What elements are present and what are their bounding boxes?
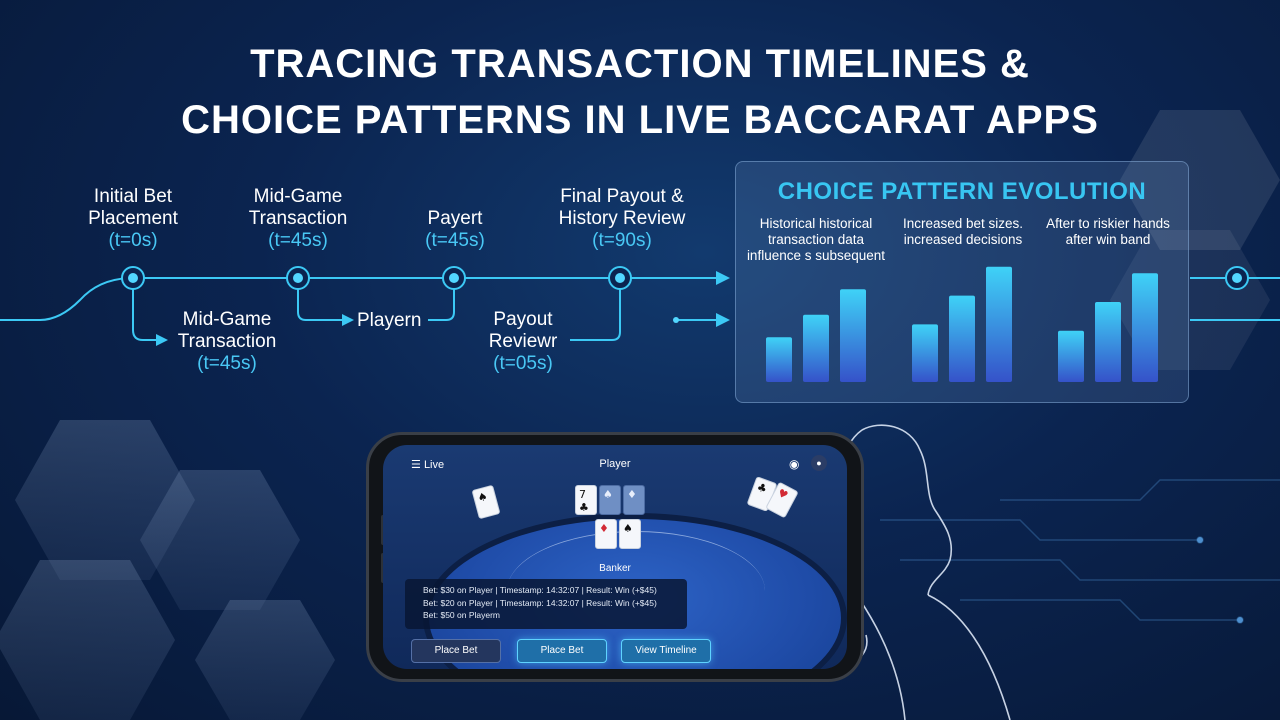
card-player-7: 7♣ [575, 485, 597, 515]
timeline-node-line-1: Mid-Game [182, 309, 272, 330]
log-line: Bet: $30 on Player | Timestamp: 14:32:07… [423, 585, 657, 595]
place-bet-button[interactable]: Place Bet [411, 639, 501, 663]
page-title-line-1: TRACING TRANSACTION TIMELINES & [250, 42, 1030, 86]
pattern-group-1-text: Historical historical transaction data i… [746, 216, 886, 263]
timeline-node-payout: Payert (t=45s) [395, 208, 515, 252]
timeline-node-time: (t=05s) [493, 353, 553, 374]
timeline-node-mid-game: Mid-Game Transaction (t=45s) [228, 186, 368, 252]
timeline-node-initial-bet: Initial Bet Placement (t=0s) [63, 186, 203, 252]
timeline-node-time: (t=0s) [108, 230, 158, 251]
timeline-node-time: (t=45s) [197, 353, 257, 374]
pattern-bar [912, 324, 938, 382]
card-player-side: ♠ [471, 484, 501, 520]
pattern-bar [840, 289, 866, 382]
menu-icon[interactable]: ☰ [411, 459, 421, 471]
pattern-bar [1095, 302, 1121, 382]
timeline-node-time: (t=45s) [425, 230, 485, 251]
timeline-node-line-1: Payout [493, 309, 553, 330]
view-timeline-button[interactable]: View Timeline [621, 639, 711, 663]
phone-device: Banker ☰ Live Player ◉ ● ♠ 7♣ ♠ ♦ ♦ ♠ ♣ … [366, 432, 864, 682]
location-icon[interactable]: ◉ [789, 457, 800, 471]
timeline-node-line-2: Transaction [248, 208, 348, 229]
timeline-node-line-2: History Review [558, 208, 686, 229]
panel-title: CHOICE PATTERN EVOLUTION [777, 178, 1147, 205]
timeline-node-line-1: Mid-Game [253, 186, 343, 207]
circuit-lines [880, 479, 1280, 624]
card-banker-black: ♠ [619, 519, 641, 549]
banker-label: Banker [599, 563, 631, 574]
timeline-node-line-1: Payert [427, 208, 483, 229]
card-face-down: ♠ [599, 485, 621, 515]
transaction-log: Bet: $30 on Player | Timestamp: 14:32:07… [405, 579, 687, 629]
page-title-line-2: CHOICE PATTERNS IN LIVE BACCARAT APPS [181, 98, 1099, 142]
pattern-bar [949, 295, 975, 382]
page-title: TRACING TRANSACTION TIMELINES & CHOICE P… [0, 36, 1280, 148]
log-line: Bet: $50 on Playerm [423, 610, 501, 620]
app-menu[interactable]: ☰ Live [411, 458, 444, 471]
timeline-branch-player: Playern [357, 310, 422, 331]
choice-pattern-panel: CHOICE PATTERN EVOLUTION Historical hist… [735, 161, 1189, 403]
pattern-bar [766, 337, 792, 382]
settings-icon[interactable]: ● [811, 455, 827, 471]
card-face-down: ♦ [623, 485, 645, 515]
timeline-node-line-2: Transaction [177, 331, 277, 352]
timeline-node-final-payout: Final Payout & History Review (t=90s) [537, 186, 707, 252]
timeline-lines [0, 271, 1280, 346]
pattern-bar [1132, 273, 1158, 382]
card-banker-red: ♦ [595, 519, 617, 549]
timeline-node-time: (t=45s) [268, 230, 328, 251]
pattern-group-2-text: Increased bet sizes. increased decisions [902, 216, 1024, 247]
timeline-node-line-2: Placement [88, 208, 178, 229]
log-line: Bet: $20 on Player | Timestamp: 14:32:07… [423, 597, 657, 608]
pattern-bar [1058, 330, 1084, 382]
app-title: Player [599, 458, 631, 470]
timeline-branch-payout-review: Payout Reviewr (t=05s) [468, 309, 578, 375]
menu-label: Live [423, 459, 445, 471]
pattern-bars [766, 266, 1158, 382]
pattern-group-3-text: After to riskier hands after win band [1046, 216, 1170, 247]
place-bet-button-active[interactable]: Place Bet [517, 639, 607, 663]
timeline-branch-mid-game: Mid-Game Transaction (t=45s) [157, 309, 297, 375]
app-screen: Banker ☰ Live Player ◉ ● ♠ 7♣ ♠ ♦ ♦ ♠ ♣ … [383, 445, 847, 669]
timeline-node-line-2: Reviewr [488, 331, 558, 352]
pattern-bar [803, 314, 829, 382]
hexagon-shapes [0, 110, 1280, 720]
timeline-nodes [121, 266, 1249, 323]
pattern-bar [986, 266, 1012, 382]
timeline-node-line-1: Initial Bet [93, 186, 173, 207]
timeline-node-time: (t=90s) [592, 230, 652, 251]
timeline-node-line-1: Final Payout & [560, 186, 684, 207]
